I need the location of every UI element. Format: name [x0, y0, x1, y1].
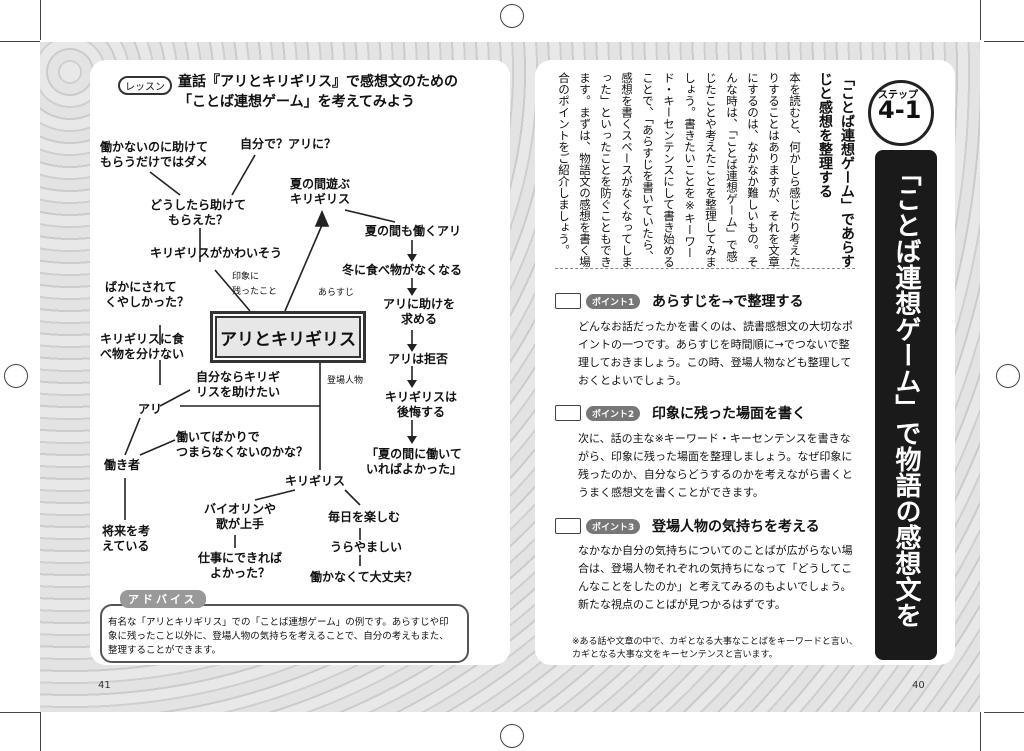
node-line: 働かないのに助けて [100, 140, 209, 154]
node-line: 将来を考 [102, 524, 151, 538]
mindmap-node: アリ [138, 402, 163, 416]
crop-mark [984, 712, 1024, 713]
mindmap-node: 働かなくて大丈夫？ [310, 570, 418, 584]
registration-mark [500, 4, 524, 28]
book-icon [555, 518, 581, 534]
book-icon [555, 293, 581, 309]
lesson-title: 童話『アリとキリギリス』で感想文のための 「ことば連想ゲーム」を考えてみよう [178, 72, 458, 112]
page-number-left: 41 [98, 680, 111, 691]
node-line: べ物を分けない [100, 347, 185, 361]
crop-mark [40, 0, 41, 40]
advice-box [100, 604, 469, 663]
mindmap-center: アリとキリギリス [210, 311, 366, 363]
lesson-title-line2: 「ことば連想ゲーム」を考えてみよう [178, 94, 415, 110]
crop-mark [984, 41, 1024, 42]
point-title: 登場人物の気持ちを考える [652, 519, 820, 535]
crop-mark [980, 0, 981, 40]
footnote: ※ある話や文章の中で、カギとなる大事なことばをキーワードと言い、カギとなる大事な… [572, 637, 858, 660]
crop-mark [980, 712, 981, 751]
step-badge [868, 80, 934, 146]
node-line: もらえた？ [168, 213, 229, 227]
node-line: いればよかった」 [366, 462, 463, 476]
page-number-right: 40 [912, 680, 925, 691]
label-line: 印象に [232, 272, 260, 282]
mindmap-node: 働き者 [104, 458, 141, 472]
node-line: よかった？ [210, 566, 271, 580]
mindmap-node: 夏の間も働くアリ [365, 224, 462, 238]
node-line: キリギリスは [385, 390, 458, 404]
mindmap-node: 「夏の間に働いていればよかった」 [366, 447, 462, 477]
mindmap-node: キリギリスに食べ物を分けない [100, 332, 184, 362]
mindmap-node: どうしたら助けてもらえた？ [150, 198, 246, 228]
mindmap-node: キリギリスがかわいそう [150, 246, 283, 260]
node-line: バイオリンや [204, 502, 277, 516]
node-line: 後悔する [397, 405, 446, 419]
mindmap-node: キリギリス [285, 474, 346, 488]
point-body: なかなか自分の気持ちについてのことばが広がらない場合は、登場人物それぞれの気持ち… [578, 544, 853, 611]
registration-mark [500, 724, 524, 748]
intro-text: 本を読むと、何かしら感じたり考えたりすることはありますが、それを文章にするのは、… [557, 72, 802, 268]
node-line: 働いてばかりで [176, 430, 260, 444]
lesson-title-line1: 童話『アリとキリギリス』で感想文のための [178, 74, 458, 90]
branch-label-characters: 登場人物 [327, 376, 364, 386]
advice-text: 有名な「アリとキリギリス」での「ことば連想ゲーム」の例です。あらすじや印象に残っ… [108, 617, 449, 656]
mindmap-node: 働かないのに助けてもらうだけではダメ [100, 140, 208, 170]
branch-label-impression: 印象に残ったこと [232, 270, 277, 300]
node-line: 求める [401, 312, 438, 326]
node-line: キリギリス [290, 192, 351, 206]
mindmap-node: アリは拒否 [388, 352, 449, 366]
step-number: 4-1 [878, 96, 922, 124]
mindmap-node: バイオリンや歌が上手 [204, 502, 276, 532]
node-line: つまらなくないのかな？ [176, 445, 309, 459]
main-title: 「ことば連想ゲーム」で物語の感想文を書こう [839, 160, 921, 628]
point-title: 印象に残った場面を書く [652, 406, 806, 422]
mindmap-node: 冬に食べ物がなくなる [342, 263, 463, 277]
label-line: 残ったこと [232, 287, 278, 297]
node-line: キリギリスに食 [100, 332, 185, 346]
mindmap-node: アリに助けを求める [383, 297, 455, 327]
advice-title: アドバイス [120, 590, 206, 608]
mindmap-node: ばかにされてくやしかった？ [105, 280, 189, 310]
node-line: リスを助けたい [196, 385, 281, 399]
branch-label-plot: あらすじ [318, 288, 354, 298]
mindmap-node: うらやましい [330, 540, 403, 554]
node-line: アリに助けを [383, 297, 456, 311]
point-body: どんなお話だったかを書くのは、読書感想文の大切なポイントの一つです。あらすじを時… [578, 320, 853, 387]
mindmap-node: 夏の間遊ぶキリギリス [290, 177, 350, 207]
mindmap-node: 働いてばかりでつまらなくないのかな？ [176, 430, 308, 460]
point-body: 次に、話の主な※キーワード・キーセンテンスを書きながら、印象に残った場面を整理し… [578, 432, 853, 499]
book-icon [555, 405, 581, 421]
node-line: 仕事にできれば [198, 551, 283, 565]
section-subtitle: 「ことば連想ゲーム」であらすじと感想を整理する [817, 72, 855, 268]
crop-mark [0, 712, 40, 713]
node-line: えている [102, 539, 150, 553]
node-line: 夏の間遊ぶ [290, 177, 351, 191]
title-box [875, 150, 937, 660]
step-label: ステップ [878, 90, 918, 101]
registration-mark [4, 364, 28, 388]
mindmap-node: 毎日を楽しむ [328, 510, 401, 524]
node-line: 歌が上手 [216, 517, 265, 531]
mindmap-node: 仕事にできればよかった？ [198, 551, 282, 581]
node-line: 自分ならキリギ [196, 370, 281, 384]
point-badge: ポイント2 [586, 406, 641, 421]
point-badge: ポイント1 [586, 294, 641, 309]
mindmap-node: 自分で？アリに？ [240, 137, 337, 151]
mindmap-node: 自分ならキリギリスを助けたい [196, 370, 280, 400]
registration-mark [996, 364, 1020, 388]
point-title: あらすじを→で整理する [652, 294, 804, 310]
node-line: もらうだけではダメ [100, 155, 208, 169]
point-badge: ポイント3 [586, 519, 641, 534]
node-line: くやしかった？ [105, 295, 190, 309]
divider [555, 268, 855, 269]
mindmap-node: キリギリスは後悔する [385, 390, 457, 420]
lesson-badge: レッスン [118, 76, 172, 95]
node-line: 「夏の間に働いて [366, 447, 462, 461]
crop-mark [40, 712, 41, 751]
node-line: どうしたら助けて [150, 198, 247, 212]
node-line: ばかにされて [105, 280, 177, 294]
mindmap-node: 将来を考えている [102, 524, 150, 554]
crop-mark [0, 41, 40, 42]
